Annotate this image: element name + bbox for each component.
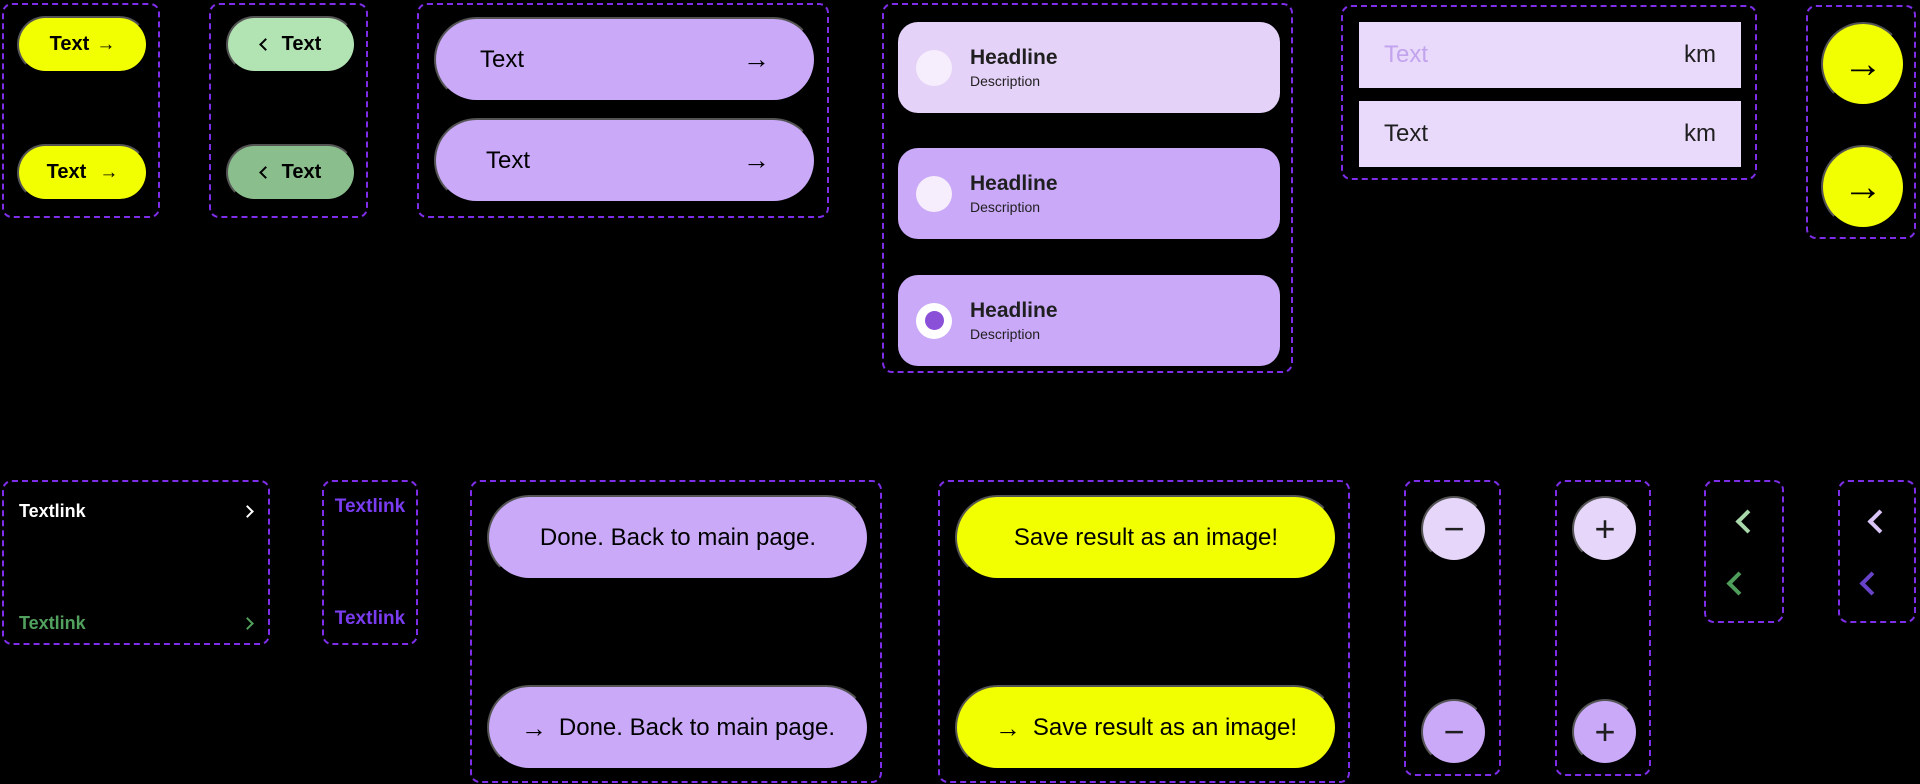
textlink-label: Textlink	[19, 500, 86, 521]
textlink-purple-pressed[interactable]: Textlink	[334, 608, 406, 629]
textlink-green[interactable]: Textlink	[19, 610, 254, 636]
purple-wide-button-hover[interactable]: Text →	[434, 118, 816, 203]
textlink-white[interactable]: Textlink	[19, 498, 254, 524]
radio-card-text: Headline Description	[970, 298, 1058, 343]
chevron-left-icon	[258, 38, 272, 51]
button-label: Text	[281, 33, 322, 55]
green-chevron-variants-frame	[1704, 480, 1784, 623]
unit-label: km	[1684, 41, 1716, 68]
radio-card[interactable]: Headline Description	[898, 148, 1280, 239]
textlink-dark-variants-frame: Textlink Textlink	[2, 480, 270, 645]
yellow-button-variants-frame: Text → Text →	[2, 3, 160, 218]
round-arrow-button[interactable]: →	[1821, 22, 1905, 106]
textlink-label: Textlink	[19, 612, 86, 633]
save-button-variants-frame: Save result as an image! → Save result a…	[938, 480, 1350, 783]
radio-card-headline: Headline	[970, 172, 1058, 195]
radio-card-text: Headline Description	[970, 45, 1058, 90]
radio-selected-icon[interactable]	[916, 302, 952, 339]
chevron-left-icon-pressed[interactable]	[1726, 571, 1751, 596]
save-image-button-hover[interactable]: → Save result as an image!	[955, 685, 1337, 770]
button-label: Text	[486, 146, 531, 174]
input-value: Text	[1384, 120, 1429, 147]
radio-unselected-icon[interactable]	[916, 175, 952, 212]
radio-card[interactable]: Headline Description	[898, 22, 1280, 113]
yellow-text-button-hover[interactable]: Text →	[17, 144, 148, 201]
radio-card-description: Description	[970, 199, 1041, 216]
plus-icon: +	[1594, 508, 1616, 549]
radio-card-description: Description	[970, 326, 1041, 343]
arrow-right-icon: →	[520, 712, 547, 743]
arrow-right-icon: →	[99, 162, 119, 183]
chevron-right-icon	[241, 504, 254, 518]
button-label: Text	[480, 45, 525, 73]
distance-input-variants-frame: Text km Text km	[1341, 5, 1757, 180]
button-label: Save result as an image!	[1032, 713, 1298, 741]
done-button-variants-frame: Done. Back to main page. → Done. Back to…	[470, 480, 882, 783]
minus-stepper-button[interactable]: −	[1421, 496, 1487, 562]
done-button-hover[interactable]: → Done. Back to main page.	[487, 685, 869, 770]
radio-card-headline: Headline	[970, 299, 1058, 322]
plus-icon: +	[1594, 711, 1616, 752]
textlink-purple-variants-frame: Textlink Textlink	[322, 480, 418, 645]
minus-stepper-variants-frame: − −	[1404, 480, 1501, 776]
arrow-right-icon: →	[96, 34, 116, 55]
radio-card-selected[interactable]: Headline Description	[898, 275, 1280, 366]
chevron-left-icon[interactable]	[1735, 509, 1760, 534]
distance-input-filled[interactable]: Text km	[1359, 101, 1741, 167]
round-arrow-button-pressed[interactable]: →	[1821, 145, 1905, 229]
chevron-left-icon[interactable]	[1867, 509, 1892, 534]
chevron-right-icon	[241, 616, 254, 630]
button-label: Text	[46, 161, 87, 183]
button-label: Text	[281, 161, 322, 183]
minus-icon: −	[1443, 508, 1465, 549]
minus-icon: −	[1443, 711, 1465, 752]
input-placeholder: Text	[1384, 41, 1429, 68]
arrow-right-icon: →	[994, 712, 1021, 743]
radio-card-variants-frame: Headline Description Headline Descriptio…	[882, 3, 1293, 373]
chevron-left-icon	[258, 166, 272, 179]
button-label: Done. Back to main page.	[539, 523, 817, 551]
arrow-right-icon: →	[1843, 165, 1883, 209]
yellow-text-button[interactable]: Text →	[17, 16, 148, 73]
arrow-right-icon: →	[743, 44, 770, 74]
round-arrow-button-variants-frame: → →	[1806, 5, 1916, 239]
purple-wide-button[interactable]: Text →	[434, 17, 816, 102]
green-back-button-variants-frame: Text Text	[209, 3, 368, 218]
minus-stepper-button-pressed[interactable]: −	[1421, 699, 1487, 765]
arrow-right-icon: →	[1843, 42, 1883, 86]
done-button[interactable]: Done. Back to main page.	[487, 495, 869, 580]
radio-unselected-icon[interactable]	[916, 49, 952, 86]
save-image-button[interactable]: Save result as an image!	[955, 495, 1337, 580]
radio-card-headline: Headline	[970, 46, 1058, 69]
plus-stepper-variants-frame: + +	[1555, 480, 1651, 776]
green-back-button[interactable]: Text	[226, 16, 356, 73]
purple-chevron-variants-frame	[1838, 480, 1916, 623]
chevron-left-icon-pressed[interactable]	[1859, 571, 1884, 596]
button-label: Text	[49, 33, 90, 55]
arrow-right-icon: →	[743, 145, 770, 175]
radio-card-description: Description	[970, 73, 1041, 90]
button-label: Done. Back to main page.	[558, 713, 836, 741]
radio-card-text: Headline Description	[970, 171, 1058, 216]
plus-stepper-button-pressed[interactable]: +	[1572, 699, 1638, 765]
plus-stepper-button[interactable]: +	[1572, 496, 1638, 562]
button-label: Save result as an image!	[1013, 523, 1279, 551]
purple-wide-button-variants-frame: Text → Text →	[417, 3, 829, 218]
green-back-button-pressed[interactable]: Text	[226, 144, 356, 201]
unit-label: km	[1684, 120, 1716, 147]
radio-dot	[924, 311, 944, 330]
distance-input-empty[interactable]: Text km	[1359, 22, 1741, 88]
textlink-purple[interactable]: Textlink	[334, 496, 406, 517]
